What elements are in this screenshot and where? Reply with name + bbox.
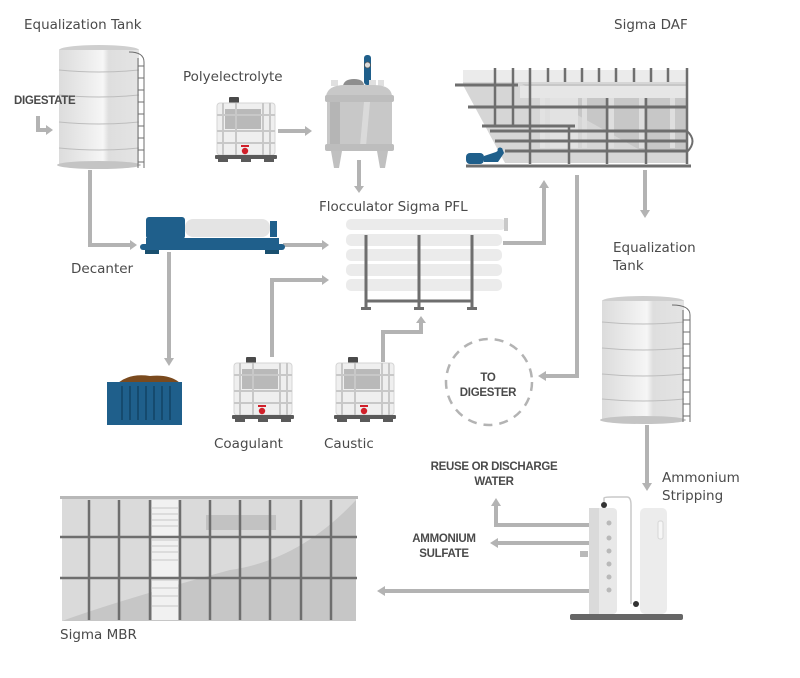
coagulant-to-flocculator-pipe <box>270 278 323 357</box>
stripping-to-reuse-pipe <box>494 505 590 527</box>
labels: Equalization Tank Polyelectrolyte Sigma … <box>14 17 740 643</box>
polyelectrolyte-tote[interactable] <box>215 97 277 162</box>
polyelectrolyte-mixing-tank[interactable] <box>325 55 394 168</box>
caustic-to-flocculator-pipe <box>381 322 423 362</box>
coagulant-tote[interactable] <box>232 357 294 422</box>
label-ammonium-stripping-line2: Stripping <box>662 488 723 504</box>
label-equalization-tank-2-line2: Tank <box>612 258 644 274</box>
valve-icon <box>258 407 266 415</box>
label-sigma-mbr: Sigma MBR <box>60 627 137 643</box>
sigma-daf-unit[interactable] <box>455 68 694 168</box>
pump-icon <box>466 147 504 164</box>
caustic-tote[interactable] <box>334 357 396 422</box>
label-equalization-tank-2-line1: Equalization <box>613 240 696 256</box>
label-sigma-daf: Sigma DAF <box>614 17 688 33</box>
valve-icon <box>241 147 249 155</box>
ammonium-stripping-unit[interactable] <box>570 496 683 620</box>
label-equalization-tank-1: Equalization Tank <box>24 17 142 33</box>
flocculator-to-daf-pipe <box>503 187 546 245</box>
caption-digestate: DIGESTATE <box>14 95 76 107</box>
caption-ammonium-sulfate-line1: AMMONIUM <box>412 533 475 545</box>
equalization-tank-2[interactable] <box>600 296 691 424</box>
flocculator-sigma-pfl[interactable] <box>346 218 508 310</box>
ladder-icon <box>128 51 145 168</box>
label-ammonium-stripping-line1: Ammonium <box>662 470 740 486</box>
caption-reuse-water-line2: WATER <box>474 476 514 488</box>
to-digester-circle[interactable] <box>444 337 534 427</box>
arrow-head <box>46 125 53 135</box>
valve-icon <box>360 407 368 415</box>
digestate-inlet-pipe <box>36 116 46 132</box>
sigma-mbr-tank[interactable] <box>60 496 358 621</box>
label-polyelectrolyte: Polyelectrolyte <box>183 69 283 85</box>
label-caustic: Caustic <box>324 436 374 452</box>
label-flocculator: Flocculator Sigma PFL <box>319 199 468 215</box>
label-coagulant: Coagulant <box>214 436 283 452</box>
gauge-icon <box>364 61 371 69</box>
sludge-container[interactable] <box>107 375 182 425</box>
caption-to-digester-line1: TO <box>480 372 496 384</box>
caption-reuse-water-line1: REUSE OR DISCHARGE <box>431 461 558 473</box>
eqtank-to-decanter-pipe <box>88 170 130 247</box>
daf-to-digester-pipe <box>545 175 579 378</box>
equalization-tank-1[interactable] <box>57 45 145 169</box>
caption-ammonium-sulfate-line2: SULFATE <box>419 548 469 560</box>
pipes <box>36 116 652 596</box>
label-decanter: Decanter <box>71 261 134 277</box>
ladder-icon <box>671 304 691 422</box>
caption-to-digester-line2: DIGESTER <box>460 387 517 399</box>
decanter-centrifuge[interactable] <box>140 217 285 254</box>
